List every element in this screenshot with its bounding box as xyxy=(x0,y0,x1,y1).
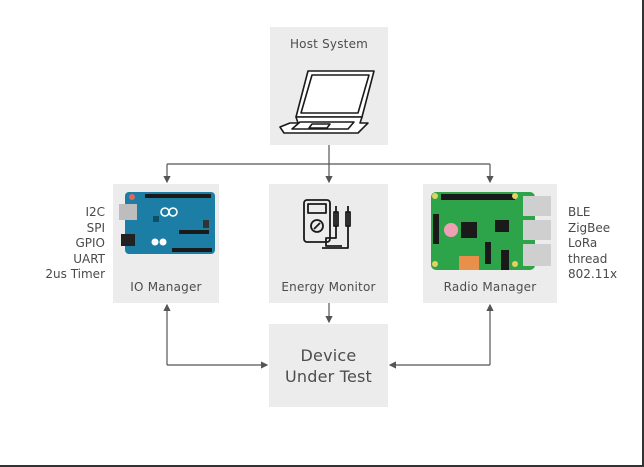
radio-protocol-list: BLE ZigBee LoRa thread 802.11x xyxy=(568,205,617,283)
io-interface-item: SPI xyxy=(86,220,105,235)
io-interface-list: I2C SPI GPIO UART 2us Timer xyxy=(45,205,105,283)
radio-manager-node: Radio Manager xyxy=(423,184,557,303)
host-system-node: Host System xyxy=(270,27,388,145)
arduino-board-icon xyxy=(119,192,215,254)
radio-protocol-item: LoRa xyxy=(568,236,598,250)
io-interface-item: I2C xyxy=(85,205,105,219)
io-manager-label: IO Manager xyxy=(130,280,202,294)
radio-protocol-item: 802.11x xyxy=(568,267,618,281)
dut-label-line1: Device xyxy=(300,346,357,365)
device-under-test-label: Device Under Test xyxy=(269,345,388,387)
device-under-test-node: Device Under Test xyxy=(269,324,388,407)
host-system-label: Host System xyxy=(289,37,369,51)
energy-monitor-label: Energy Monitor xyxy=(281,280,376,294)
io-manager-node: IO Manager xyxy=(113,184,219,303)
energy-monitor-node: Energy Monitor xyxy=(269,184,388,303)
multimeter-icon xyxy=(303,199,351,249)
dut-label-line2: Under Test xyxy=(284,367,373,386)
radio-protocol-item: BLE xyxy=(568,205,591,219)
raspberry-pi-board-icon xyxy=(431,192,551,270)
radio-protocol-item: ZigBee xyxy=(568,220,611,235)
io-interface-item: UART xyxy=(73,251,105,266)
io-interface-item: GPIO xyxy=(75,236,105,250)
radio-protocol-item: thread xyxy=(568,251,608,266)
laptop-icon xyxy=(279,70,375,134)
radio-manager-label: Radio Manager xyxy=(443,280,537,294)
io-interface-item: 2us Timer xyxy=(45,267,105,281)
